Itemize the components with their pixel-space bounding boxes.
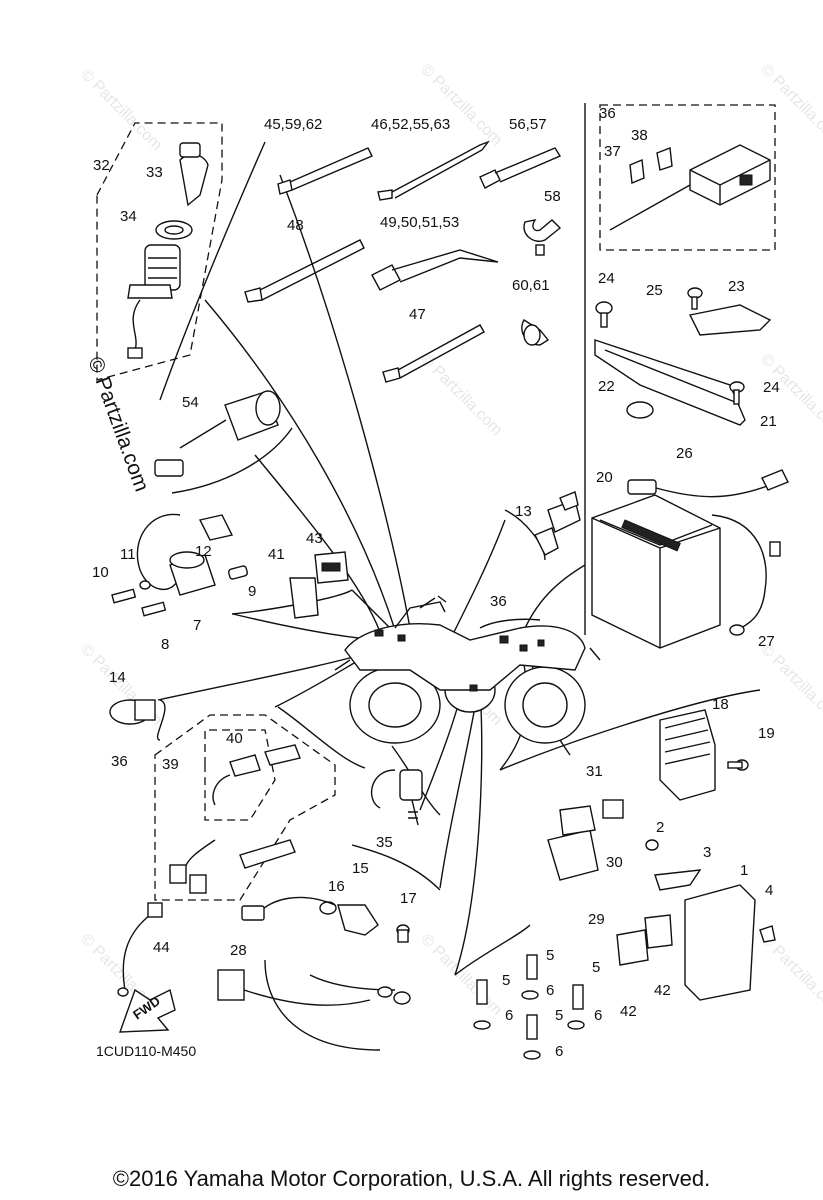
callout-21: 21 (760, 413, 777, 430)
callout-24b: 24 (763, 379, 780, 396)
callout-5b: 5 (502, 972, 510, 989)
harness-group (154, 714, 336, 901)
callout-42b: 42 (654, 982, 671, 999)
callout-30: 30 (606, 854, 623, 871)
watermark-text: © Partzilla.com (417, 61, 505, 149)
callout-46-52-55-63: 46,52,55,63 (371, 116, 450, 133)
callout-38: 38 (631, 127, 648, 144)
watermark-text: © Partzilla.com (77, 66, 165, 154)
callout-labels: 1 2 3 4 5 5 5 5 6 6 6 6 7 8 9 10 11 12 1… (92, 105, 780, 1060)
callout-1: 1 (740, 862, 748, 879)
callout-15: 15 (352, 860, 369, 877)
callout-37: 37 (604, 143, 621, 160)
callout-54: 54 (182, 394, 199, 411)
battery-bracket-group (594, 287, 772, 426)
callout-34: 34 (120, 208, 137, 225)
bolts-washers-group (473, 954, 585, 1060)
watermark-text: © Partzilla.com (757, 641, 823, 729)
watermark-text: © Partzilla.com (417, 931, 505, 1019)
fwd-arrow-icon: FWD (118, 988, 176, 1033)
sub-harness-28-44 (117, 902, 411, 1051)
main-switch-group (96, 122, 223, 381)
partzilla-watermark-strong: © Partzilla.com (83, 354, 153, 495)
callout-5d: 5 (555, 1007, 563, 1024)
callout-23: 23 (728, 278, 745, 295)
cable-ties-group (244, 140, 562, 383)
callout-11: 11 (120, 546, 136, 563)
copyright-notice: ©2016 Yamaha Motor Corporation, U.S.A. A… (112, 1166, 711, 1191)
callout-20: 20 (596, 469, 613, 486)
relays-41-43-group (289, 551, 349, 619)
callout-28: 28 (230, 942, 247, 959)
callout-5a: 5 (546, 947, 554, 964)
callout-8: 8 (161, 636, 169, 653)
callout-33: 33 (146, 164, 163, 181)
callout-56-57: 56,57 (509, 116, 547, 133)
callout-36b: 36 (490, 593, 507, 610)
callout-4: 4 (765, 882, 773, 899)
callout-16: 16 (328, 878, 345, 895)
callout-5c: 5 (592, 959, 600, 976)
sensor-15-17-group (241, 896, 410, 943)
callout-48: 48 (287, 217, 304, 234)
callout-18: 18 (712, 696, 729, 713)
accessory-plug-group (154, 390, 281, 477)
callout-29: 29 (588, 911, 605, 928)
callout-2: 2 (656, 819, 664, 836)
key-icon (179, 153, 209, 207)
battery-group (591, 469, 789, 649)
callout-7: 7 (193, 617, 201, 634)
callout-27: 27 (758, 633, 775, 650)
callout-60-61: 60,61 (512, 277, 550, 294)
sensor-14 (109, 699, 156, 725)
callout-6d: 6 (555, 1043, 563, 1060)
diagram-code: 1CUD110-M450 (96, 1043, 196, 1059)
callout-43: 43 (306, 530, 323, 547)
callout-6a: 6 (546, 982, 554, 999)
callout-36c: 36 (111, 753, 128, 770)
spark-plug-group (534, 491, 581, 556)
callout-40: 40 (226, 730, 243, 747)
callout-49-50-51-53: 49,50,51,53 (380, 214, 459, 231)
callout-58: 58 (544, 188, 561, 205)
callout-6b: 6 (505, 1007, 513, 1024)
callout-14: 14 (109, 669, 126, 686)
callout-26: 26 (676, 445, 693, 462)
callout-24a: 24 (598, 270, 615, 287)
callout-44: 44 (153, 939, 170, 956)
relay-box-group (599, 104, 776, 251)
callout-35: 35 (376, 834, 393, 851)
callout-19: 19 (758, 725, 775, 742)
leader-lines (157, 174, 586, 976)
callout-22: 22 (598, 378, 615, 395)
watermark-text: © Partzilla.com (757, 931, 823, 1019)
callout-10: 10 (92, 564, 109, 581)
callout-17: 17 (400, 890, 417, 907)
sensor-35-group (370, 769, 423, 826)
callout-31: 31 (586, 763, 603, 780)
watermark-text: © Partzilla.com (417, 351, 505, 439)
watermark-text: © Partzilla.com (757, 61, 823, 149)
callout-32: 32 (93, 157, 110, 174)
callout-13: 13 (515, 503, 532, 520)
callout-42a: 42 (620, 1003, 637, 1020)
callout-12: 12 (195, 543, 212, 560)
callout-3: 3 (703, 844, 711, 861)
section-dividers (156, 103, 761, 976)
callout-9: 9 (248, 583, 256, 600)
callout-6c: 6 (594, 1007, 602, 1024)
callout-36a: 36 (599, 105, 616, 122)
callout-41: 41 (268, 546, 285, 563)
callout-45-59-62: 45,59,62 (264, 116, 322, 133)
callout-47: 47 (409, 306, 426, 323)
atv-vehicle-illustration (334, 595, 601, 744)
regulator-group (547, 709, 776, 1001)
starter-relay-group (111, 513, 249, 617)
callout-39: 39 (162, 756, 179, 773)
callout-25: 25 (646, 282, 663, 299)
